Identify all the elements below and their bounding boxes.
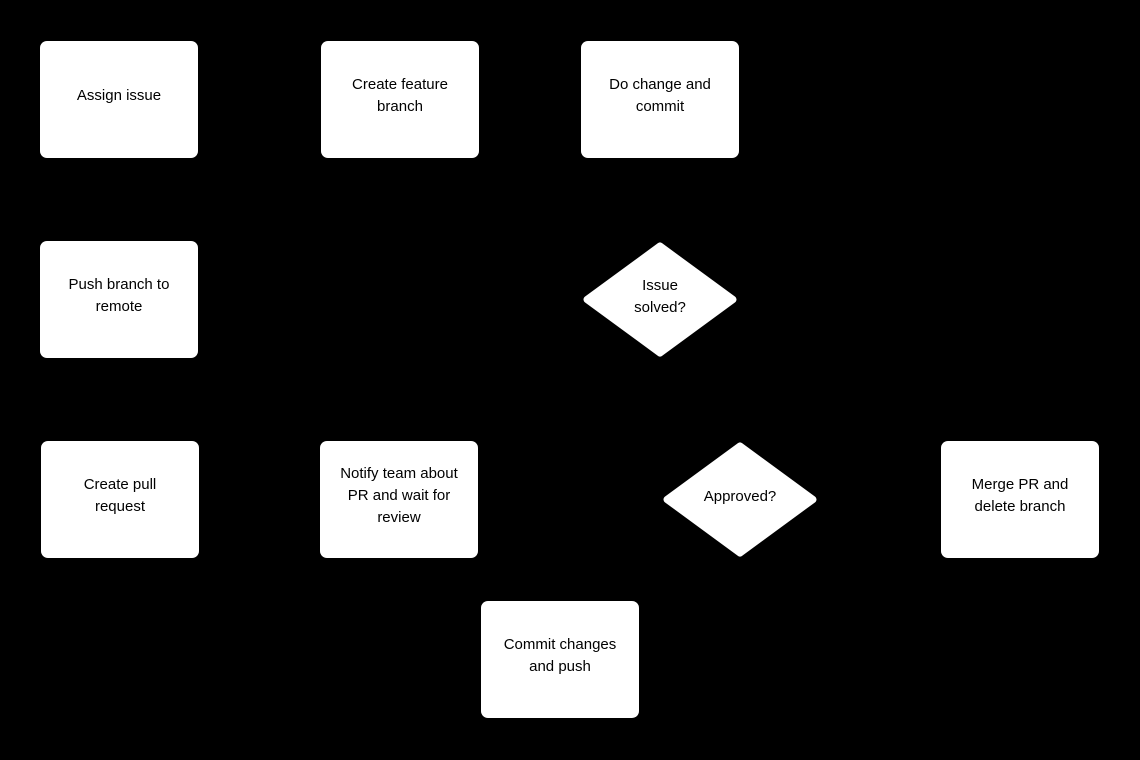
node-label: Merge PR and delete branch (971, 476, 1069, 515)
flow-node-notify-team-about-pr[interactable]: Notify team about PR and wait for review (320, 441, 478, 558)
node-label: Approved? (703, 488, 777, 505)
flow-node-commit-changes-and-push[interactable]: Commit changes and push (481, 601, 639, 718)
node-label: Create feature branch (352, 76, 448, 115)
flow-node-assign-issue[interactable]: Assign issue (40, 41, 198, 158)
node-label: Push branch to remote (68, 276, 170, 315)
diamond-shape-icon (583, 242, 737, 357)
flow-node-create-feature-branch[interactable]: Create feature branch (321, 41, 479, 158)
flow-node-merge-pr-delete-branch[interactable]: Merge PR and delete branch (941, 441, 1099, 558)
flow-node-create-pull-request[interactable]: Create pull request (41, 441, 199, 558)
flow-node-do-change-and-commit[interactable]: Do change and commit (581, 41, 739, 158)
node-label: Assign issue (76, 87, 162, 104)
flow-node-approved-decision[interactable]: Approved? (663, 442, 817, 557)
flow-node-issue-solved-decision[interactable]: Issue solved? (583, 242, 737, 357)
flow-node-push-branch-to-remote[interactable]: Push branch to remote (40, 241, 198, 358)
diamond-shape-icon (663, 442, 817, 557)
node-label: Notify team about PR and wait for review (340, 465, 458, 526)
node-label: Do change and commit (609, 76, 711, 115)
node-label: Commit changes and push (503, 636, 617, 675)
node-label: Issue solved? (634, 277, 686, 316)
node-label: Create pull request (83, 476, 157, 515)
